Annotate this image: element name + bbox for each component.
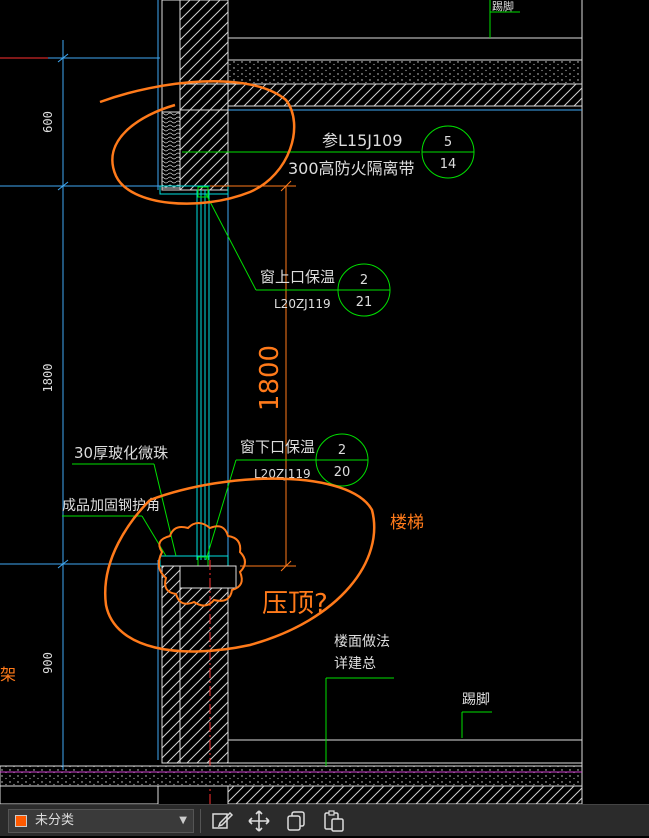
- window-bottom-label: 窗下口保温: [240, 438, 315, 456]
- window-bottom-bubble-top: 2: [338, 443, 346, 458]
- edit-icon[interactable]: [208, 808, 236, 834]
- chevron-down-icon: ▼: [179, 815, 187, 826]
- move-icon[interactable]: [245, 808, 273, 834]
- markup-ellipse-bottom: [103, 477, 376, 653]
- layer-name: 未分类: [35, 813, 75, 828]
- dim-1800-left: 1800: [41, 364, 55, 393]
- copy-icon[interactable]: [283, 808, 311, 834]
- annotation-question: 压顶?: [262, 589, 328, 619]
- markup-ellipse-top: [99, 80, 296, 205]
- label-glass-bead: 30厚玻化微珠: [74, 444, 168, 462]
- fireproof-ref: 参L15J109: [322, 131, 403, 150]
- fireproof-bubble-bottom: 14: [440, 157, 457, 172]
- left-edge-text: 架: [0, 665, 16, 684]
- label-floor-detail: 详建总: [334, 656, 376, 672]
- window-bottom-bubble-bottom: 20: [334, 465, 351, 480]
- fireproof-bubble-top: 5: [444, 135, 452, 150]
- layer-color-swatch: [15, 815, 27, 827]
- markup-cloud: [157, 522, 246, 607]
- fireproof-desc: 300高防火隔离带: [288, 159, 415, 178]
- dim-900: 900: [41, 652, 55, 674]
- bottom-toolbar: 未分类 ▼: [0, 804, 649, 836]
- dim-600: 600: [41, 111, 55, 133]
- toolbar-divider: [200, 809, 201, 833]
- paste-icon[interactable]: [320, 808, 348, 834]
- layer-dropdown[interactable]: 未分类 ▼: [8, 809, 194, 833]
- top-label-skirting: 踢脚: [492, 0, 514, 13]
- dim-1800-main: 1800: [255, 345, 285, 411]
- window-top-bubble-top: 2: [360, 273, 368, 288]
- label-steel-angle: 成品加固钢护角: [62, 498, 160, 514]
- label-floor-method: 楼面做法: [334, 634, 390, 650]
- window-top-std: L20ZJ119: [274, 297, 331, 311]
- window-top-label: 窗上口保温: [260, 268, 335, 286]
- label-skirting: 踢脚: [462, 692, 490, 708]
- annotation-stairs: 楼梯: [390, 513, 424, 533]
- window-top-bubble-bottom: 21: [356, 295, 373, 310]
